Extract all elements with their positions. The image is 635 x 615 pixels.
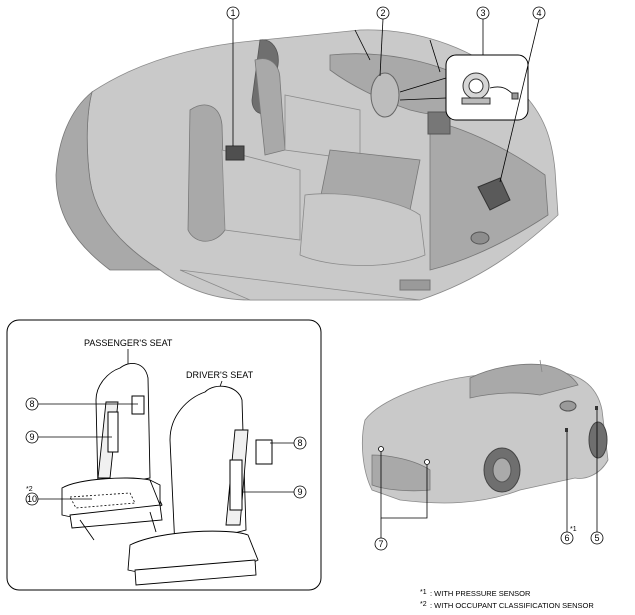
svg-text:7: 7 bbox=[378, 539, 383, 549]
occupant-sensor-10 bbox=[69, 492, 136, 509]
callout-1: 1 bbox=[226, 6, 240, 20]
callout-3: 3 bbox=[476, 6, 490, 20]
footnote-2: *2 : WITH OCCUPANT CLASSIFICATION SENSOR bbox=[420, 601, 594, 610]
interior-illustration bbox=[55, 18, 559, 301]
front-sensor-7-right bbox=[424, 459, 430, 465]
svg-text:2: 2 bbox=[380, 8, 385, 18]
exterior-car-illustration bbox=[361, 359, 609, 504]
callout-9-driver: 9 bbox=[293, 485, 307, 499]
seat-belt-buckle-9-driver bbox=[229, 459, 243, 511]
passenger-seat-illustration bbox=[61, 362, 163, 541]
svg-text:10: 10 bbox=[27, 494, 37, 504]
svg-text:9: 9 bbox=[297, 487, 302, 497]
passenger-seat-label: PASSENGER'S SEAT bbox=[84, 338, 173, 348]
driver-seat-label: DRIVER'S SEAT bbox=[186, 370, 254, 380]
sensor-module-4 bbox=[477, 177, 511, 211]
svg-text:5: 5 bbox=[594, 533, 599, 543]
seat-belt-retractor-8-passenger bbox=[131, 395, 145, 415]
side-sensor-5 bbox=[595, 406, 598, 410]
svg-text:1: 1 bbox=[230, 8, 235, 18]
svg-text:8: 8 bbox=[29, 399, 34, 409]
note-mark-2-seat: *2 bbox=[26, 486, 33, 493]
callout-10: 10 bbox=[25, 492, 39, 506]
callout-8-driver: 8 bbox=[293, 436, 307, 450]
callout-7: 7 bbox=[374, 537, 388, 551]
svg-text:: WITH OCCUPANT CLASSIFICATION: : WITH OCCUPANT CLASSIFICATION SENSOR bbox=[430, 601, 594, 610]
callout-4: 4 bbox=[532, 6, 546, 20]
svg-text:3: 3 bbox=[480, 8, 485, 18]
svg-text:*1: *1 bbox=[420, 589, 427, 596]
callout-6: 6 bbox=[560, 531, 574, 545]
svg-text:9: 9 bbox=[29, 432, 34, 442]
svg-text:: WITH PRESSURE SENSOR: : WITH PRESSURE SENSOR bbox=[430, 589, 531, 598]
seat-belt-retractor-8-driver bbox=[255, 439, 273, 465]
front-sensor-7-left bbox=[378, 446, 384, 452]
callout-8-passenger: 8 bbox=[25, 397, 39, 411]
seat-belt-buckle-9-passenger bbox=[107, 411, 119, 453]
svg-text:6: 6 bbox=[564, 533, 569, 543]
side-sensor-6 bbox=[565, 428, 568, 432]
callout-2: 2 bbox=[376, 6, 390, 20]
footnote-1: *1 : WITH PRESSURE SENSOR bbox=[420, 589, 531, 598]
clock-spring-icon bbox=[461, 72, 519, 105]
callout-9-passenger: 9 bbox=[25, 430, 39, 444]
svg-text:8: 8 bbox=[297, 438, 302, 448]
note-mark-1-car: *1 bbox=[570, 526, 577, 533]
driver-seat-illustration bbox=[127, 385, 273, 586]
svg-text:4: 4 bbox=[536, 8, 541, 18]
callout-5: 5 bbox=[590, 531, 604, 545]
svg-text:*2: *2 bbox=[420, 601, 427, 608]
sensor-module-1 bbox=[225, 145, 245, 161]
